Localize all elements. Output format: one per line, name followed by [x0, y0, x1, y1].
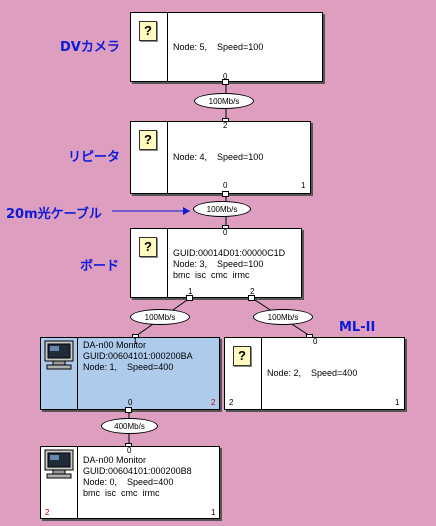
node-icon-column: ?: [131, 122, 168, 193]
port-label: 2: [223, 121, 228, 130]
computer-monitor-icon: [44, 340, 74, 370]
port-label: 2: [229, 398, 234, 407]
port-label: 1: [133, 337, 138, 346]
port-label: 2: [45, 508, 50, 517]
port-label: 2: [211, 398, 216, 407]
port-label: 0: [128, 398, 133, 407]
node-1-selected[interactable]: 1 DA-n00 Monitor GUID:00604101:000200BA …: [40, 337, 220, 410]
cable-arrow-head: [183, 207, 190, 215]
port-label: 1: [395, 398, 400, 407]
link-speed-4-3[interactable]: 100Mb/s: [193, 201, 251, 217]
node-info: Node: 3, Speed=100: [173, 259, 264, 269]
port-label: 0: [223, 181, 228, 190]
node-icon-column: ?: [131, 229, 168, 297]
node-icon-column: ?: [225, 338, 262, 409]
port-connector: [222, 191, 229, 197]
node-info-guid: GUID:00014D01:00000C1D: [173, 248, 286, 258]
question-mark-icon: ?: [233, 346, 251, 366]
port-label: 1: [211, 508, 216, 517]
question-mark-icon: ?: [139, 130, 157, 150]
node-info: Node: 4, Speed=100: [173, 152, 264, 162]
node-info: Node: 5, Speed=100: [173, 42, 264, 52]
node-icon-column: ?: [131, 13, 168, 81]
link-speed-5-4[interactable]: 100Mb/s: [194, 93, 254, 109]
node-icon-column: [41, 338, 78, 409]
port-label: 0: [223, 228, 228, 237]
node-info-guid: GUID:00604101:000200BA: [83, 351, 193, 361]
port-label: 0: [313, 337, 318, 346]
port-connector: [222, 79, 229, 85]
node-info: Node: 0, Speed=400: [83, 477, 174, 487]
node-info: Node: 1, Speed=400: [83, 362, 174, 372]
label-cable: 20m光ケーブル: [6, 207, 102, 222]
node-5[interactable]: ? Node: 5, Speed=100 0: [130, 12, 323, 82]
question-mark-icon: ?: [139, 21, 157, 41]
node-info-caps: bmc isc cmc irmc: [83, 488, 160, 498]
link-speed-3-2[interactable]: 100Mb/s: [253, 309, 313, 325]
node-info-model: DA-n00 Monitor: [83, 455, 147, 465]
node-info-caps: bmc isc cmc irmc: [173, 270, 250, 280]
label-dv-camera: DVカメラ: [60, 40, 120, 55]
port-label: 1: [188, 287, 193, 296]
port-label: 0: [223, 72, 228, 81]
question-mark-icon: ?: [139, 237, 157, 257]
port-label: 0: [127, 446, 132, 455]
port-label: 2: [250, 287, 255, 296]
label-ml: ML-II: [339, 320, 376, 335]
node-info-model: DA-n00 Monitor: [83, 340, 147, 350]
node-info-guid: GUID:00604101:000200B8: [83, 466, 192, 476]
link-speed-3-1[interactable]: 100Mb/s: [130, 309, 190, 325]
port-label: 1: [301, 181, 306, 190]
node-0[interactable]: 0 DA-n00 Monitor GUID:00604101:000200B8 …: [40, 446, 220, 519]
port-connector: [186, 295, 193, 301]
node-4[interactable]: ? 2 Node: 4, Speed=100 0 1: [130, 121, 311, 194]
computer-monitor-icon: [44, 449, 74, 479]
node-3[interactable]: ? 0 GUID:00014D01:00000C1D Node: 3, Spee…: [130, 228, 302, 298]
port-connector: [125, 407, 132, 413]
node-info: Node: 2, Speed=400: [267, 368, 358, 378]
link-speed-1-0[interactable]: 400Mb/s: [101, 418, 158, 434]
node-icon-column: [41, 447, 78, 518]
label-repeater: リピータ: [68, 150, 121, 165]
port-connector: [248, 295, 255, 301]
label-board: ボード: [80, 259, 120, 274]
node-2[interactable]: ? 0 Node: 2, Speed=400 2 1: [224, 337, 405, 410]
